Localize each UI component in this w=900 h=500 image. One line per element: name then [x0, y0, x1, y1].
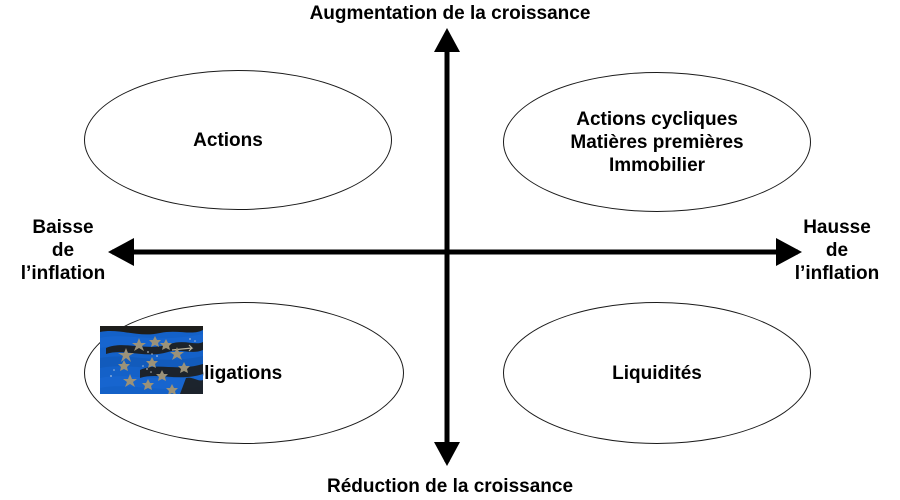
quadrant-top-left-line1: Actions [193, 129, 263, 151]
quadrant-bottom-left-line1: Obligations [177, 362, 283, 384]
quadrant-label-top-left: Actions [193, 129, 263, 152]
quadrant-label-top-right: Actions cycliques Matières premières Imm… [570, 108, 743, 177]
arrow-up-icon [434, 28, 460, 52]
axis-label-inflation-down-line1: Baisse [32, 217, 94, 238]
arrow-left-icon [108, 238, 134, 266]
axis-label-inflation-down: Baisse de l’inflation [4, 216, 122, 285]
quadrant-label-bottom-left: Obligations [178, 362, 283, 385]
eu-flag-graphic [100, 326, 203, 394]
axis-label-inflation-down-line2: de [51, 240, 75, 261]
axis-label-growth-increase: Augmentation de la croissance [309, 3, 591, 24]
quadrant-bottom-right-line1: Liquidités [612, 362, 702, 384]
axis-label-growth-decrease: Réduction de la croissance [326, 476, 574, 497]
quadrant-ellipse-bottom-left: Obligations [84, 302, 404, 444]
axis-label-inflation-up-line3: l’inflation [794, 263, 880, 284]
quadrant-top-right-line3: Immobilier [608, 154, 706, 176]
arrow-right-icon [776, 238, 802, 266]
axis-label-inflation-down-line3: l’inflation [20, 263, 106, 284]
axis-label-inflation-up-line2: de [825, 240, 849, 261]
quadrant-label-bottom-right: Liquidités [612, 362, 702, 385]
quadrant-ellipse-top-left: Actions [84, 70, 392, 210]
quadrant-top-right-line1: Actions cycliques [576, 108, 738, 130]
arrow-down-icon [434, 442, 460, 466]
quadrant-ellipse-top-right: Actions cycliques Matières premières Imm… [503, 72, 811, 212]
eu-flag-image [100, 326, 203, 394]
axis-label-inflation-up: Hausse de l’inflation [778, 216, 896, 285]
axis-label-inflation-up-line1: Hausse [803, 217, 871, 238]
quadrant-ellipse-bottom-right: Liquidités [503, 302, 811, 444]
quadrant-top-right-line2: Matières premières [570, 131, 744, 153]
